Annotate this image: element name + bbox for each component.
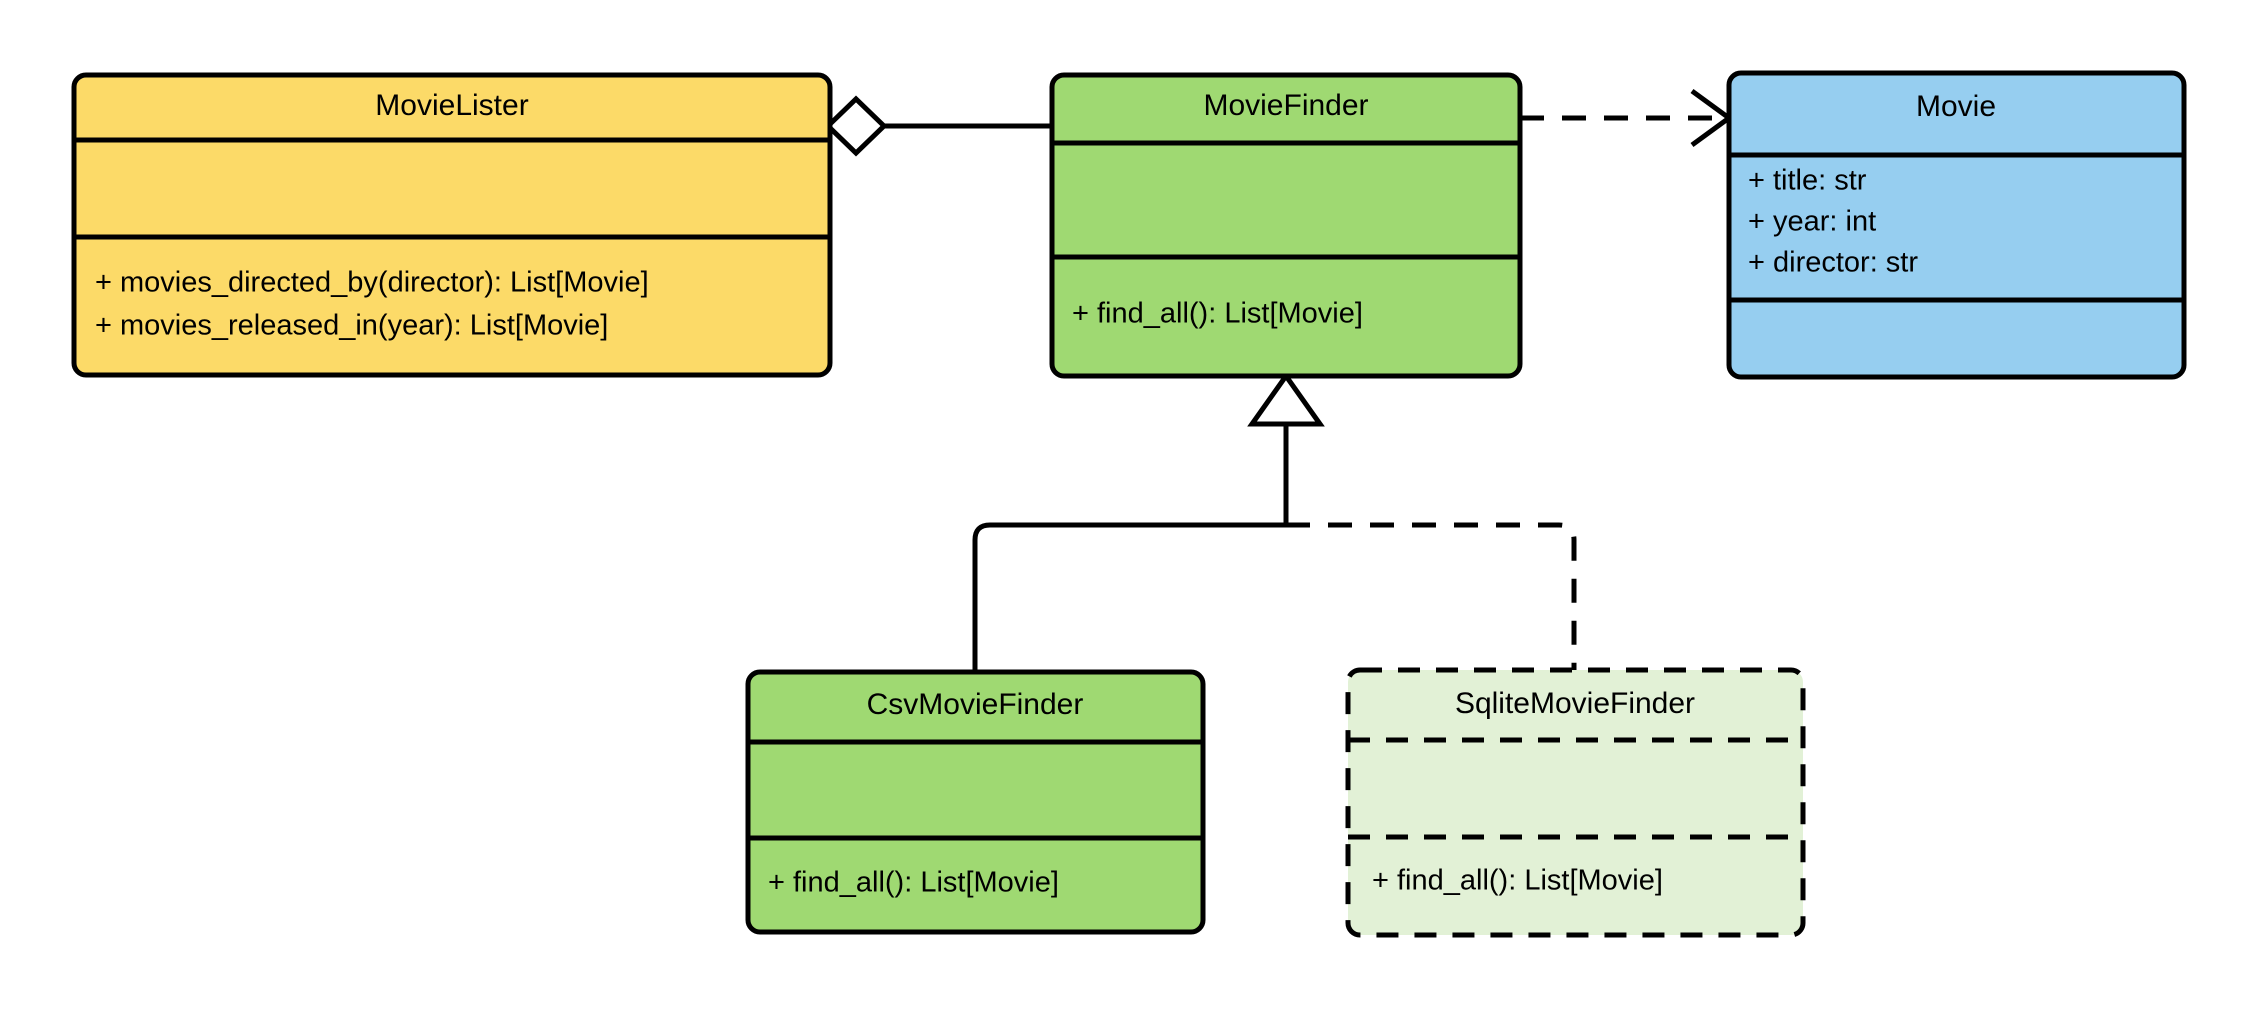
- class-box-csv-movie-finder[interactable]: CsvMovieFinder + find_all(): List[Movie]: [745, 669, 1206, 935]
- class-box-movie-finder[interactable]: MovieFinder + find_all(): List[Movie]: [1049, 72, 1523, 379]
- sqlite-movie-finder-body: [1345, 667, 1806, 938]
- movie-attribute-0: + title: str: [1748, 165, 1867, 197]
- movie-finder-operation-0: + find_all(): List[Movie]: [1072, 298, 1363, 330]
- movie-lister-title: MovieLister: [375, 89, 528, 122]
- sqlite-movie-finder-operation-0: + find_all(): List[Movie]: [1372, 865, 1663, 897]
- movie-title: Movie: [1916, 90, 1996, 123]
- csv-movie-finder-title: CsvMovieFinder: [867, 688, 1084, 721]
- generalization-branch-sqlite: [1286, 522, 1577, 670]
- movie-attribute-2: + director: str: [1748, 247, 1918, 279]
- movie-finder-title: MovieFinder: [1203, 89, 1368, 122]
- movie-lister-operation-0: + movies_directed_by(director): List[Mov…: [95, 267, 649, 299]
- movie-attribute-1: + year: int: [1748, 206, 1876, 238]
- class-box-movie[interactable]: Movie + title: str + year: int + directo…: [1726, 70, 2187, 380]
- csv-movie-finder-operation-0: + find_all(): List[Movie]: [768, 867, 1059, 899]
- csv-movie-finder-body: [745, 669, 1206, 935]
- hollow-triangle-icon: [1247, 371, 1325, 427]
- movie-finder-body: [1049, 72, 1523, 379]
- generalization-branch-csv: [972, 522, 1286, 672]
- edge-aggregation-lister-finder[interactable]: [824, 95, 1052, 157]
- edge-dependency-finder-movie[interactable]: [1520, 88, 1734, 148]
- edge-generalization-tree[interactable]: [972, 371, 1577, 672]
- movie-lister-body: [71, 72, 833, 378]
- class-box-sqlite-movie-finder[interactable]: SqliteMovieFinder + find_all(): List[Mov…: [1345, 667, 1806, 938]
- movie-lister-operation-1: + movies_released_in(year): List[Movie]: [95, 310, 608, 342]
- sqlite-movie-finder-title: SqliteMovieFinder: [1455, 687, 1695, 720]
- hollow-diamond-icon: [824, 95, 888, 157]
- class-box-movie-lister[interactable]: MovieLister + movies_directed_by(directo…: [71, 72, 833, 378]
